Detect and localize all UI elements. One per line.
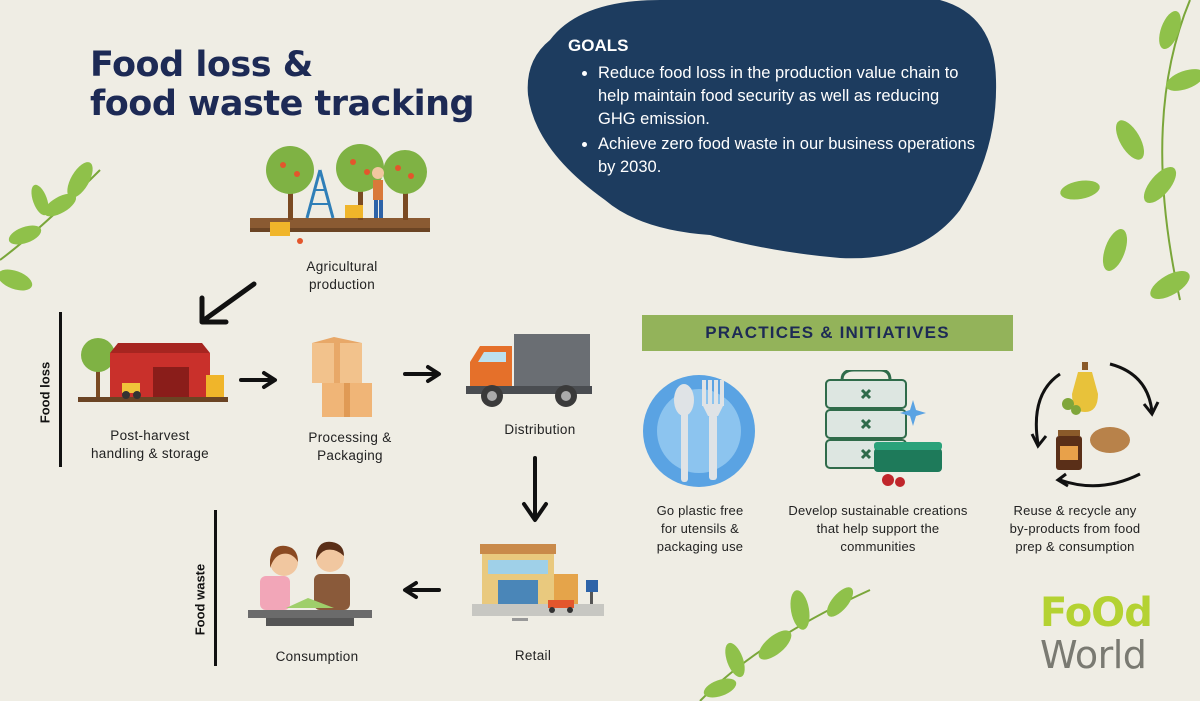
practice-label-2-line-1: Develop sustainable creations [788, 503, 968, 518]
shop-building-icon [472, 544, 604, 621]
plate-utensils-icon [643, 375, 755, 487]
practice-label-2: Develop sustainable creations that help … [768, 502, 988, 556]
orchard-farmer-icon [250, 144, 430, 244]
practices-heading: PRACTICES & INITIATIVES [705, 323, 950, 342]
leaf-vine-bottom-icon [699, 587, 871, 701]
practice-label-3: Reuse & recycle any by-products from foo… [995, 502, 1155, 556]
arrow-right-icon [403, 365, 441, 383]
arrow-down-left-icon [199, 281, 257, 325]
stage-label-post-harvest-line-1: Post-harvest [110, 428, 190, 443]
stage-label-agricultural-line-1: Agricultural [306, 259, 378, 274]
cardboard-boxes-icon [312, 337, 372, 417]
stage-label-agricultural: Agricultural production [252, 258, 432, 294]
page-title: Food loss & food waste tracking [90, 45, 475, 124]
practice-label-3-line-3: prep & consumption [1015, 539, 1135, 554]
food-loss-bar [59, 312, 62, 467]
goals-list: Reduce food loss in the production value… [568, 62, 978, 179]
practices-heading-bar [642, 315, 1013, 351]
stage-label-distribution: Distribution [450, 421, 630, 439]
goal-item-2: Achieve zero food waste in our business … [598, 133, 978, 179]
delivery-truck-icon [466, 334, 592, 407]
title-line-1: Food loss & [90, 45, 313, 85]
stage-label-distribution-line-1: Distribution [504, 422, 576, 437]
stage-label-post-harvest-line-2: handling & storage [91, 446, 209, 461]
recycle-cycle-icon [1030, 362, 1160, 488]
stage-label-consumption: Consumption [227, 648, 407, 666]
practice-label-1-line-2: for utensils & [661, 521, 739, 536]
title-line-2: food waste tracking [90, 84, 475, 124]
stage-label-processing: Processing & Packaging [260, 429, 440, 465]
leaf-vine-left-icon [0, 162, 101, 291]
goals-blob [527, 0, 997, 259]
goal-item-1: Reduce food loss in the production value… [598, 62, 978, 131]
practice-label-3-line-2: by-products from food [1009, 521, 1141, 536]
stage-label-agricultural-line-2: production [308, 277, 376, 292]
arrow-down-icon [522, 456, 548, 522]
people-eating-icon [248, 541, 372, 626]
practice-label-2-line-3: communities [840, 539, 916, 554]
stage-label-processing-line-1: Processing & [308, 430, 392, 445]
leaf-vine-right-icon [1060, 0, 1200, 301]
stage-label-post-harvest: Post-harvest handling & storage [60, 427, 240, 463]
logo-line-1: FoOd [1040, 590, 1153, 636]
goals-heading: GOALS [568, 36, 629, 55]
stage-label-processing-line-2: Packaging [317, 448, 383, 463]
practice-label-3-line-1: Reuse & recycle any [1013, 503, 1137, 518]
stage-label-consumption-line-1: Consumption [275, 649, 359, 664]
stage-label-retail: Retail [443, 647, 623, 665]
stage-label-retail-line-1: Retail [514, 648, 552, 663]
practice-label-1: Go plastic free for utensils & packaging… [620, 502, 780, 556]
arrow-right-icon [239, 371, 277, 389]
practice-label-1-line-3: packaging use [656, 539, 744, 554]
tiffin-lunchbox-icon [825, 370, 942, 487]
goals-panel: GOALS Reduce food loss in the production… [568, 36, 978, 181]
barn-storage-icon [78, 338, 228, 402]
food-world-logo: FoOd World [1040, 592, 1190, 676]
arrow-left-icon [403, 581, 441, 599]
food-loss-label: Food loss [37, 361, 53, 424]
practice-label-2-line-2: that help support the [816, 521, 940, 536]
logo-line-2: World [1040, 633, 1147, 677]
practice-label-1-line-1: Go plastic free [656, 503, 744, 518]
food-waste-label: Food waste [192, 563, 208, 636]
food-waste-bar [214, 510, 217, 666]
